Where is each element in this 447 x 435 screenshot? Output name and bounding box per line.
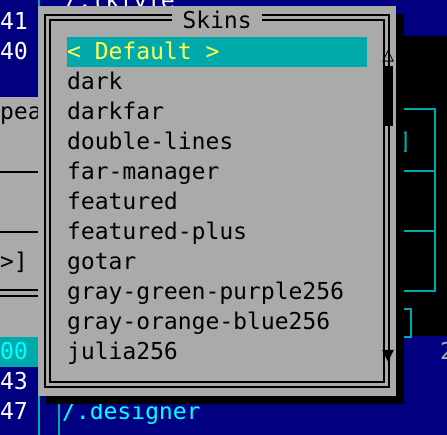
bg-line-bracket: >] bbox=[0, 249, 28, 275]
bg-right-panel bbox=[396, 36, 447, 336]
list-item-darkfar[interactable]: darkfar bbox=[67, 99, 164, 125]
bg-right-box bbox=[396, 308, 412, 338]
list-item-double-lines[interactable]: double-lines bbox=[67, 129, 234, 155]
list-item-far-manager[interactable]: far-manager bbox=[67, 159, 220, 185]
bg-right-fragment: 2 bbox=[440, 339, 447, 365]
bg-line-47: 47 bbox=[0, 399, 28, 425]
skins-list[interactable]: < Default > dark darkfar double-lines fa… bbox=[67, 37, 367, 367]
scroll-down-arrow-icon[interactable]: ▼ bbox=[381, 342, 395, 366]
bg-divider-2 bbox=[0, 231, 40, 233]
scrollbar-track[interactable] bbox=[383, 66, 393, 340]
bg-right-line-2 bbox=[396, 170, 436, 172]
dialog-title-text: Skins bbox=[172, 8, 262, 34]
bg-right-vline bbox=[434, 108, 436, 292]
list-item-featured-plus[interactable]: featured-plus bbox=[67, 219, 248, 245]
bg-divider-3 bbox=[0, 289, 40, 297]
bg-panel-edge bbox=[58, 395, 60, 435]
bg-line-00: 00 bbox=[0, 339, 28, 365]
bg-line-43: 43 bbox=[0, 369, 28, 395]
list-item-dark[interactable]: dark bbox=[67, 69, 123, 95]
bg-selected-row bbox=[0, 337, 38, 367]
bg-right-line-1 bbox=[396, 108, 436, 110]
bg-path-designer: /.designer bbox=[62, 399, 201, 425]
bg-divider-1 bbox=[0, 171, 40, 173]
bg-right-bracket: ] bbox=[398, 129, 412, 155]
bg-right-line-4 bbox=[396, 290, 436, 292]
bg-left-dialog-strip bbox=[0, 97, 45, 337]
list-item-gotar[interactable]: gotar bbox=[67, 249, 137, 275]
bg-line-41: 41 bbox=[0, 9, 28, 35]
bg-right-line-3 bbox=[396, 230, 436, 232]
skins-dialog: Skins < Default > dark darkfar double-li… bbox=[38, 6, 396, 396]
list-item-featured[interactable]: featured bbox=[67, 189, 178, 215]
scroll-up-arrow-icon[interactable]: △ bbox=[381, 42, 395, 66]
list-item-gray-green-purple256[interactable]: gray-green-purple256 bbox=[67, 279, 344, 305]
bg-line-40: 40 bbox=[0, 39, 28, 65]
list-item-gray-orange-blue256[interactable]: gray-orange-blue256 bbox=[67, 309, 331, 335]
scrollbar-thumb[interactable] bbox=[383, 66, 393, 126]
list-item-julia256[interactable]: julia256 bbox=[67, 339, 178, 365]
bg-line-pea: pea bbox=[0, 99, 42, 125]
dialog-title: Skins bbox=[38, 6, 396, 36]
list-item-default[interactable]: < Default > bbox=[67, 37, 367, 67]
